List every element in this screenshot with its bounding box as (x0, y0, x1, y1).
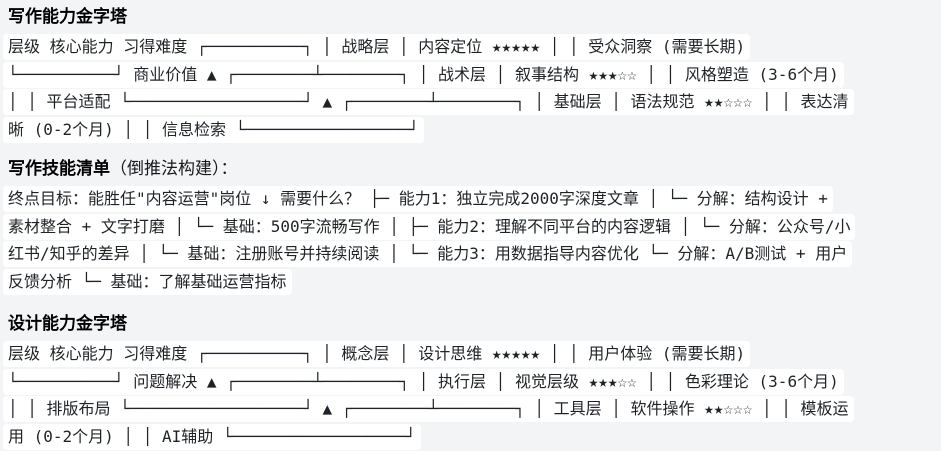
text-line: 晰 (0-2个月) │ │ 信息检索 └─────────────────┘ (3, 116, 935, 144)
highlighted-text: 红书/知乎的差异 │ └─ 基础：注册账号并持续阅读 │ └─ 能力3：用数据指… (3, 241, 853, 267)
text-line: 红书/知乎的差异 │ └─ 基础：注册账号并持续阅读 │ └─ 能力3：用数据指… (3, 240, 935, 268)
heading-text: 写作技能清单 (8, 159, 110, 178)
section-writing-skill-list: 写作技能清单（倒推法构建）： 终点目标：能胜任"内容运营"岗位 ↓ 需要什么？ … (3, 158, 935, 295)
highlighted-text: 终点目标：能胜任"内容运营"岗位 ↓ 需要什么？ ├─ 能力1：独立完成2000… (3, 186, 833, 212)
text-line: 层级 核心能力 习得难度 ┌──────────┐ │ 战略层 │ 内容定位 ★… (3, 33, 935, 61)
text-line: └──────────┘ 问题解决 ▲ ┌────────┴────────┐ … (3, 368, 935, 396)
text-line: 层级 核心能力 习得难度 ┌──────────┐ │ 概念层 │ 设计思维 ★… (3, 340, 935, 368)
section-heading: 写作技能清单（倒推法构建）： (8, 158, 935, 180)
highlighted-text: 层级 核心能力 习得难度 ┌──────────┐ │ 概念层 │ 设计思维 ★… (3, 341, 751, 367)
section-writing-pyramid: 写作能力金字塔 层级 核心能力 习得难度 ┌──────────┐ │ 战略层 … (3, 6, 935, 143)
text-line: 终点目标：能胜任"内容运营"岗位 ↓ 需要什么？ ├─ 能力1：独立完成2000… (3, 185, 935, 213)
highlighted-text: └──────────┘ 问题解决 ▲ ┌────────┴────────┐ … (3, 368, 844, 395)
text-line: │ │ 平台适配 └──────────────────┘ ▲ ┌───────… (3, 88, 935, 116)
text-line: 素材整合 + 文字打磨 │ └─ 基础：500字流畅写作 │ ├─ 能力2：理解… (3, 213, 935, 241)
highlighted-text: 用 (0-2个月) │ │ AI辅助 └──────────────────┘ (3, 423, 421, 450)
heading-suffix: （倒推法构建）： (110, 159, 238, 178)
highlighted-text: │ │ 排版布局 └──────────────────┘ ▲ ┌───────… (3, 396, 854, 422)
highlighted-text: 素材整合 + 文字打磨 │ └─ 基础：500字流畅写作 │ ├─ 能力2：理解… (3, 213, 856, 240)
heading-text: 写作能力金字塔 (8, 7, 127, 26)
text-line: 反馈分析 └─ 基础：了解基础运营指标 (3, 268, 935, 296)
section-heading: 写作能力金字塔 (8, 6, 935, 28)
highlighted-text: 层级 核心能力 习得难度 ┌──────────┐ │ 战略层 │ 内容定位 ★… (3, 34, 751, 60)
highlighted-text: 晰 (0-2个月) │ │ 信息检索 └─────────────────┘ (3, 116, 424, 143)
highlighted-text: 反馈分析 └─ 基础：了解基础运营指标 (3, 268, 292, 295)
text-line: 用 (0-2个月) │ │ AI辅助 └──────────────────┘ (3, 423, 935, 451)
section-heading: 设计能力金字塔 (8, 313, 935, 335)
text-line: └──────────┘ 商业价值 ▲ ┌────────┴────────┐ … (3, 61, 935, 89)
section-design-pyramid: 设计能力金字塔 层级 核心能力 习得难度 ┌──────────┐ │ 概念层 … (3, 313, 935, 450)
highlighted-text: │ │ 平台适配 └──────────────────┘ ▲ ┌───────… (3, 89, 854, 115)
highlighted-text: └──────────┘ 商业价值 ▲ ┌────────┴────────┐ … (3, 61, 844, 88)
text-line: │ │ 排版布局 └──────────────────┘ ▲ ┌───────… (3, 395, 935, 423)
heading-text: 设计能力金字塔 (8, 314, 127, 333)
